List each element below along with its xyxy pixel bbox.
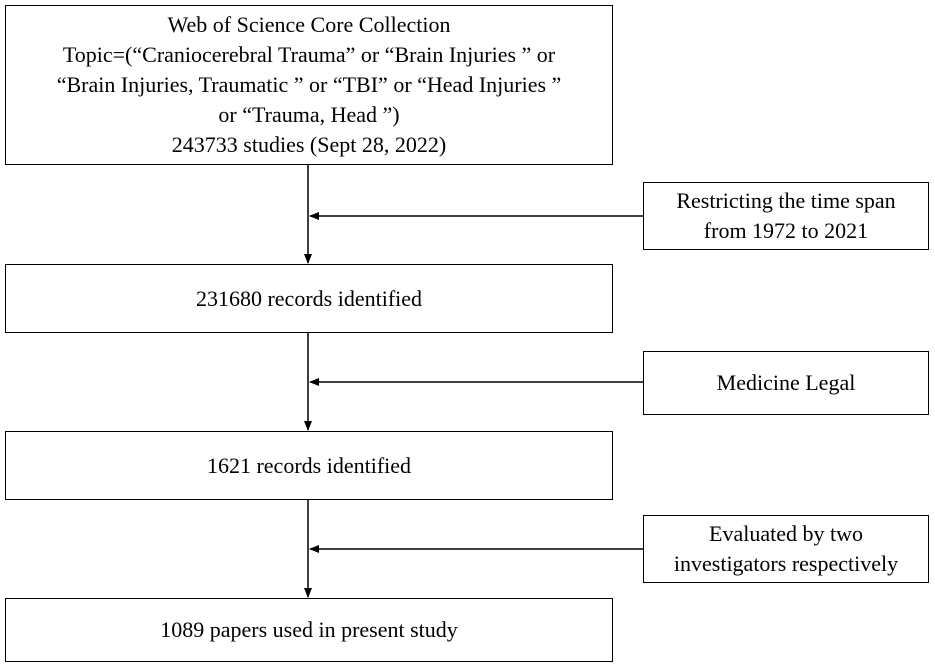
filter-time-span-line-2: from 1972 to 2021	[703, 218, 869, 243]
step3-text: 1089 papers used in present study	[160, 617, 458, 642]
step3-box: 1089 papers used in present study	[5, 598, 613, 662]
filter-time-span-line-1: Restricting the time span	[676, 188, 896, 213]
filter-category-text: Medicine Legal	[716, 370, 856, 395]
filter-time-span-box: Restricting the time span from 1972 to 2…	[643, 182, 929, 250]
source-line-4: or “Trauma, Head ”)	[218, 102, 400, 127]
filter-evaluation-line-1: Evaluated by two	[709, 521, 863, 546]
filter-evaluation-line-2: investigators respectively	[673, 551, 899, 576]
step1-text: 231680 records identified	[195, 285, 423, 311]
source-line-5: 243733 studies (Sept 28, 2022)	[171, 132, 447, 157]
source-line-1: Web of Science Core Collection	[167, 12, 451, 37]
filter-evaluation-box: Evaluated by two investigators respectiv…	[643, 515, 929, 583]
source-line-2: Topic=(“Craniocerebral Trauma” or “Brain…	[62, 42, 556, 67]
source-line-3: “Brain Injuries, Traumatic ” or “TBI” or…	[56, 72, 562, 97]
step2-box: 1621 records identified	[5, 431, 613, 500]
step2-text: 1621 records identified	[206, 452, 412, 478]
filter-category-box: Medicine Legal	[643, 351, 929, 415]
source-box: Web of Science Core Collection Topic=(“C…	[5, 5, 613, 165]
step1-box: 231680 records identified	[5, 264, 613, 333]
